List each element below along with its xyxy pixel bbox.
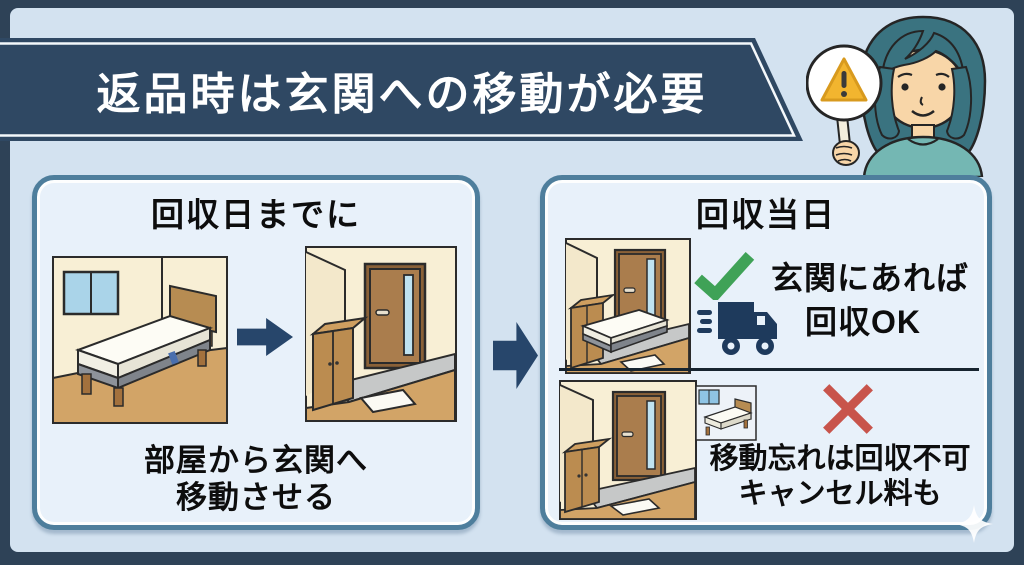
ok-text-line-2: 回収OK <box>805 304 922 340</box>
bedroom-illustration <box>52 256 228 424</box>
entrance-illustration <box>305 246 457 422</box>
row-divider <box>559 368 979 371</box>
entrance-mattress-illustration <box>565 238 691 374</box>
pickup-day-panel: 回収当日 <box>540 175 992 530</box>
door <box>363 262 427 370</box>
cross-icon <box>823 384 873 434</box>
ok-text-line-1: 玄関にあれば <box>771 260 970 296</box>
ng-caption: 移動忘れは回収不可 キャンセル料も <box>685 442 995 512</box>
ng-text-line-1: 移動忘れは回収不可 <box>709 443 971 475</box>
ok-row-2: 回収OK <box>697 300 921 356</box>
before-pickup-panel: 回収日までに <box>32 175 480 530</box>
sparkle-icon <box>955 505 993 543</box>
left-panel-caption: 部屋から玄関へ 移動させる <box>37 442 475 516</box>
caption-line-1: 部屋から玄関へ <box>144 443 368 478</box>
bed <box>75 284 217 407</box>
arrow-right-icon <box>237 318 293 356</box>
eyebrow-left <box>897 72 913 78</box>
delivery-truck-icon <box>697 302 777 355</box>
right-panel-title: 回収当日 <box>696 196 836 233</box>
door <box>611 390 667 482</box>
eyebrow-right <box>935 72 950 78</box>
page-title: 返品時は玄関への移動が必要 <box>96 69 708 119</box>
title-banner-shape <box>0 38 803 141</box>
mascot-woman <box>806 15 987 177</box>
left-panel-title: 回収日までに <box>151 196 361 233</box>
bed <box>703 398 753 436</box>
ng-text-line-2: キャンセル料も <box>738 478 942 510</box>
woman-illustration <box>806 15 987 177</box>
bedroom-inset-illustration <box>695 385 757 441</box>
caption-line-2: 移動させる <box>176 480 336 515</box>
doormat <box>609 498 661 516</box>
entrance-empty-illustration <box>559 380 697 520</box>
check-icon <box>694 252 755 300</box>
shoe-cabinet <box>309 316 369 412</box>
shoe-cabinet <box>561 437 613 514</box>
title-banner: 返品時は玄関への移動が必要 <box>0 38 820 141</box>
doormat <box>359 388 417 414</box>
mattress <box>580 309 670 354</box>
ok-row: 玄関にあれば <box>693 252 969 300</box>
